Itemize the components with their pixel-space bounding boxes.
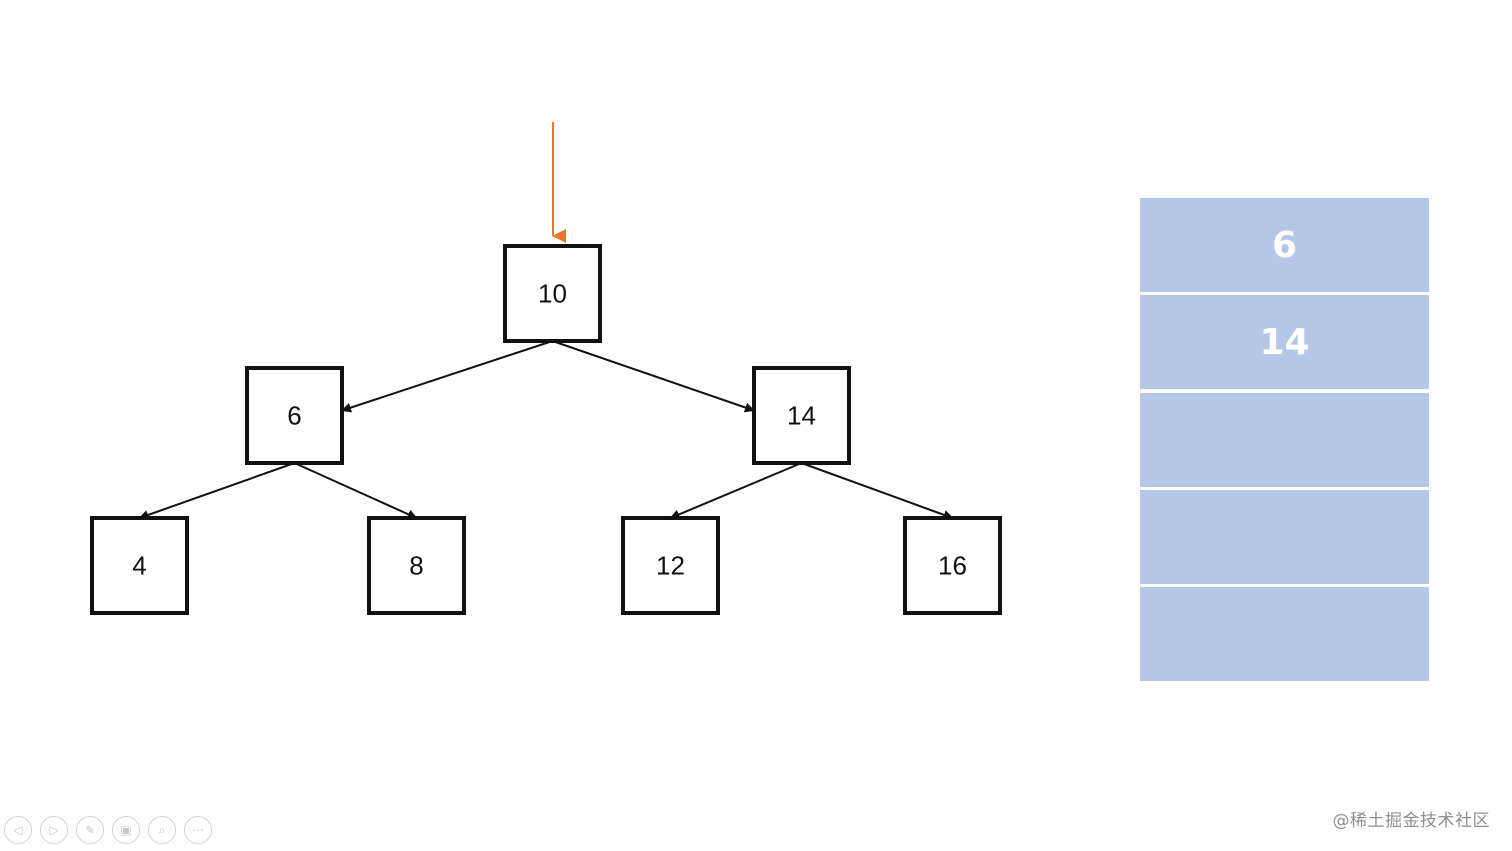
pen-icon: ✎ (84, 823, 96, 837)
tree-node-label: 16 (938, 551, 967, 581)
tree-node-box (90, 516, 189, 615)
tree-edge-n10-n6 (341, 340, 553, 413)
tree-node-box (752, 366, 851, 465)
tree-node-10: 10 (503, 244, 602, 343)
tree-node-box (367, 516, 466, 615)
slides-button[interactable]: ▣ (112, 816, 140, 844)
tree-node-label: 10 (538, 279, 567, 309)
tree-node-12: 12 (621, 516, 720, 615)
stack-cell-2: 14 (1140, 295, 1429, 390)
tree-edge-n6-n8 (294, 462, 418, 519)
more-icon: ⋯ (192, 823, 204, 837)
tree-node-4: 4 (90, 516, 189, 615)
slides-icon: ▣ (120, 823, 132, 837)
zoom-button[interactable]: ⌕ (148, 816, 176, 844)
tree-node-14: 14 (752, 366, 851, 465)
tree-node-label: 4 (132, 551, 146, 581)
next-button[interactable]: ▷ (40, 816, 68, 844)
tree-edge-n14-n16 (801, 462, 954, 520)
tree-node-label: 14 (787, 401, 816, 431)
more-button[interactable]: ⋯ (184, 816, 212, 844)
tree-edges (138, 340, 954, 520)
next-icon: ▷ (49, 823, 59, 837)
previous-button[interactable]: ◁ (4, 816, 32, 844)
zoom-icon: ⌕ (158, 823, 166, 837)
tree-node-box (503, 244, 602, 343)
tree-node-box (621, 516, 720, 615)
tree-node-label: 8 (409, 551, 423, 581)
slideshow-toolbar: ◁ ▷ ✎ ▣ ⌕ ⋯ (4, 816, 212, 848)
pen-button[interactable]: ✎ (76, 816, 104, 844)
tree-edge-n10-n14 (552, 340, 755, 413)
tree-node-label: 12 (656, 551, 685, 581)
stack-cell-3 (1140, 392, 1429, 487)
tree-node-8: 8 (367, 516, 466, 615)
tree-nodes: 10 6 14 4 8 12 16 (90, 244, 1002, 615)
previous-icon: ◁ (13, 823, 23, 837)
tree-edge-n6-n4 (138, 462, 295, 520)
tree-node-6: 6 (245, 366, 344, 465)
stack-cell-4 (1140, 489, 1429, 584)
tree-edge-n14-n12 (669, 462, 802, 520)
tree-node-label: 6 (287, 401, 301, 431)
tree-node-16: 16 (903, 516, 1002, 615)
tree-node-box (903, 516, 1002, 615)
tree-node-box (245, 366, 344, 465)
stack-cell-1: 6 (1140, 198, 1429, 292)
watermark: @稀土掘金技术社区 (1332, 811, 1490, 831)
stack-cell-5 (1140, 587, 1429, 681)
